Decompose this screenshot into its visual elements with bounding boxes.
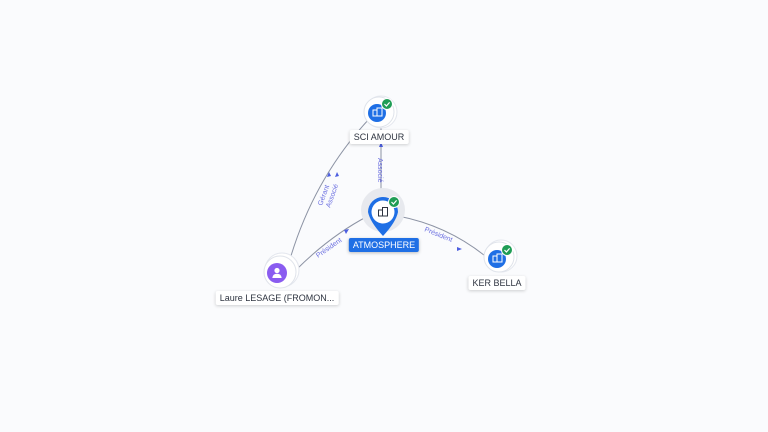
verified-check-icon [381, 98, 393, 110]
arrow-person-sci-2 [335, 172, 339, 177]
node-label-ker-bella[interactable]: KER BELLA [468, 276, 526, 290]
building-icon [492, 253, 503, 263]
node-laure-lesage[interactable] [263, 252, 300, 289]
edge-person-center [295, 215, 369, 271]
arrow-center-ker [457, 247, 462, 251]
verified-check-icon [501, 244, 513, 256]
building-icon [378, 207, 388, 217]
person-icon [272, 267, 282, 278]
node-sci-amour[interactable] [363, 95, 398, 129]
edge-label-president-center-ker: Président [423, 226, 453, 244]
edge-center-ker [397, 215, 491, 261]
node-label-atmosphere[interactable]: ATMOSPHERE [348, 238, 420, 252]
edge-label-associe-center-sci: Associé [376, 158, 383, 183]
arrow-person-sci-1 [327, 172, 331, 177]
node-atmosphere[interactable] [361, 188, 405, 236]
verified-check-icon [388, 196, 400, 208]
node-ker-bella[interactable] [483, 239, 518, 273]
node-label-sci-amour[interactable]: SCI AMOUR [349, 130, 409, 144]
node-label-laure-lesage[interactable]: Laure LESAGE (FROMON... [215, 291, 339, 305]
arrow-person-center [344, 229, 349, 234]
arrow-center-sci [379, 142, 383, 147]
building-icon [372, 107, 383, 117]
